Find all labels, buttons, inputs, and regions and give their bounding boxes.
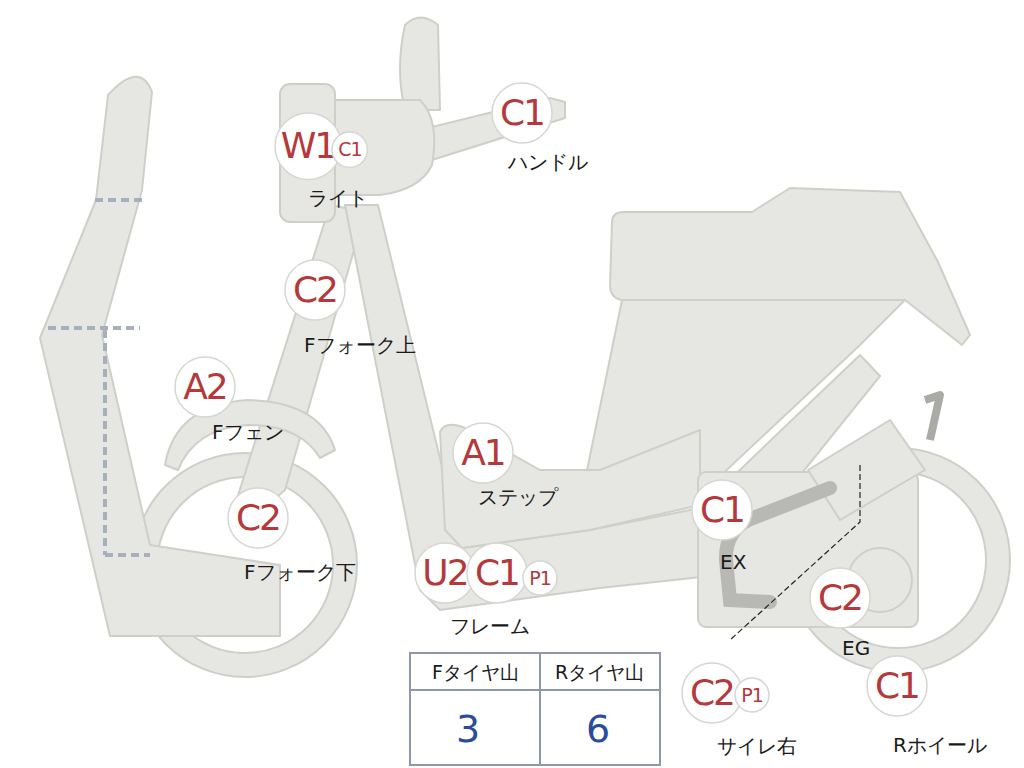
circle-shape [285,260,345,320]
circle-shape [453,423,513,483]
table-frame [410,653,660,765]
damage-code: C1 [691,479,753,541]
table-rule [410,689,660,691]
damage-code-circle: C2 [809,567,871,629]
damage-code: A2 [174,356,236,418]
circle-shape [175,357,235,417]
part-name: ステップ [478,486,558,508]
damage-code-circle: A2 [174,356,236,418]
panel-seam [48,328,150,555]
damage-code-circle: C1 [866,655,928,717]
damage-code-circle: C1 [331,131,368,168]
part-name: EX [720,551,746,573]
damage-code-circle: C2 [227,487,289,549]
mirror [400,18,440,111]
table-header: Fタイヤ山 [432,662,519,683]
part-name: サイレ右 [717,735,797,757]
circle-shape [692,480,752,540]
damage-code-circle: C1 [491,82,553,144]
part-name: フレーム [450,615,530,637]
table-header: Rタイヤ山 [555,662,644,683]
circle-shape [867,656,927,716]
part-name: ライト [308,187,368,209]
front-fork [235,205,365,520]
damage-code-circle: C2 [681,662,743,724]
damage-code-circle: C1 [691,479,753,541]
damage-code: C2 [809,567,871,629]
damage-code: P1 [522,560,558,596]
circle-shape [735,678,769,712]
table-value: 6 [586,709,610,751]
part-name: Fフォーク上 [304,334,416,356]
rear-shock [808,420,925,520]
part-name: Fフェン [212,421,284,443]
damage-code-circle: C2 [284,259,346,321]
damage-code: C2 [681,662,743,724]
damage-code-circle: A1 [452,422,514,484]
table-rule [539,653,541,765]
damage-code: A1 [452,422,514,484]
table-value: 3 [456,709,480,751]
damage-code-circle: W1 [274,112,343,181]
circle-shape [332,132,367,167]
circle-shape [467,543,527,603]
damage-code: W1 [274,112,343,181]
damage-code-circle: P1 [734,677,770,713]
panel-seam [95,198,142,202]
circle-shape [228,488,288,548]
damage-code-circle: P1 [522,560,558,596]
head-cover [330,100,434,195]
damage-code: C1 [466,542,528,604]
part-name: EG [842,637,870,659]
part-name: Fフォーク下 [244,561,356,583]
circle-shape [523,561,557,595]
damage-code: C1 [491,82,553,144]
part-name: ハンドル [508,151,588,173]
damage-code: C1 [331,131,368,168]
circle-shape [275,113,342,180]
damage-code: P1 [734,677,770,713]
part-name: Rホイール [893,734,987,756]
axle [925,395,940,440]
damage-code-circle: C1 [466,542,528,604]
damage-code: C1 [866,655,928,717]
circle-shape [810,568,870,628]
circle-shape [492,83,552,143]
circle-shape [415,543,475,603]
front-shield [40,77,280,636]
circle-shape [682,663,742,723]
damage-code: C2 [284,259,346,321]
damage-code: C2 [227,487,289,549]
